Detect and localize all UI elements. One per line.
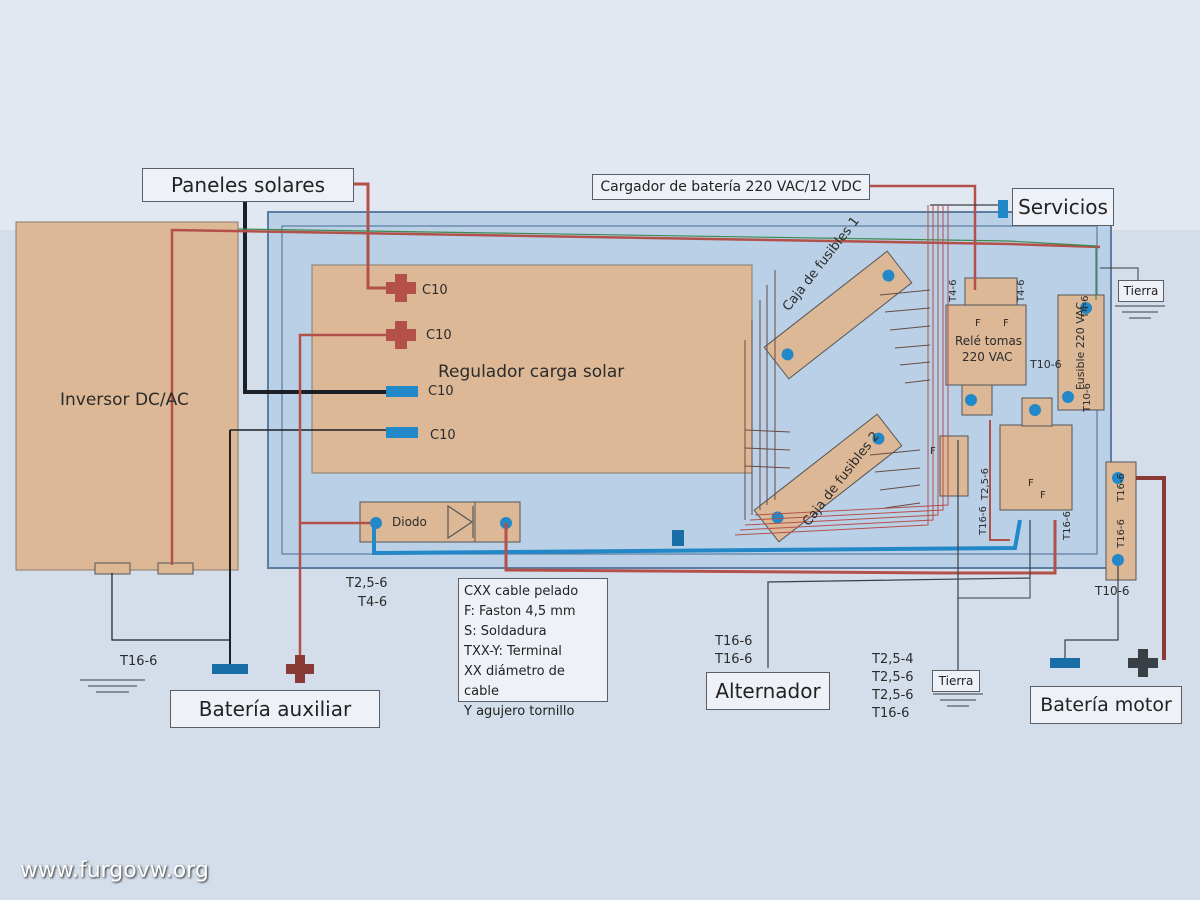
- t46-label-a: T4-6: [948, 279, 959, 302]
- legend-item: XX diámetro de cable: [464, 664, 565, 699]
- conector-f-box: [939, 435, 969, 497]
- rele-tab-top: [964, 277, 1018, 306]
- diodo-box: [359, 501, 521, 543]
- rele-box: [945, 304, 1027, 386]
- fuse-stubs: [744, 270, 931, 520]
- rele-label-1: Relé tomas: [955, 334, 1023, 348]
- wire-inversor-neg: [111, 573, 230, 641]
- faston-label-d: F: [1028, 478, 1034, 489]
- ground-symbol-tierra-top: [1115, 305, 1165, 319]
- inversor-box: [15, 221, 239, 571]
- legend-item: Y agujero tornillo: [464, 704, 575, 719]
- wire-label-t256-left: T2,5-6: [346, 576, 388, 591]
- wire-rele-relay: [989, 420, 1010, 541]
- wire-label-alt-1: T16-6: [715, 634, 753, 649]
- faston-label-a: F: [975, 318, 981, 329]
- t166-rele-label: T16-6: [978, 506, 989, 535]
- diodo-label: Diodo: [392, 515, 427, 529]
- wire-inversor-pos: [170, 228, 1101, 565]
- t166-mid-label: T16-6: [1062, 511, 1073, 540]
- faston-label-b: F: [1003, 318, 1009, 329]
- c10-label-3: C10: [428, 384, 454, 399]
- bus-connector: [672, 530, 684, 546]
- t106-label-a: T10-6: [1030, 358, 1062, 371]
- wire-bundle: [734, 205, 949, 536]
- c10-label-2: C10: [426, 328, 452, 343]
- bateria-motor-label: Batería motor: [1030, 686, 1182, 724]
- inversor-terminal-neg: [94, 562, 131, 575]
- cargador-label: Cargador de batería 220 VAC/12 VDC: [592, 174, 870, 200]
- wire-motor-neg: [1064, 566, 1119, 660]
- wire-label-alt-2: T16-6: [715, 652, 753, 667]
- legend-item: TXX-Y: Terminal: [464, 644, 562, 659]
- wire-motor-pos: [1136, 476, 1166, 660]
- bm-terminal-bottom: [1112, 554, 1124, 566]
- tierra-bottom-label: Tierra: [932, 670, 980, 692]
- bateria-motor-neg-terminal: [1050, 658, 1080, 668]
- c10-terminal-neg-1: [386, 386, 418, 397]
- wire-top-green: [237, 228, 1097, 300]
- wire-diodo-motor: [504, 520, 1057, 575]
- regulador-box: [311, 264, 753, 474]
- wire-label-tierra-1: T2,5-4: [872, 652, 914, 667]
- t166-bm2-label: T16-6: [1116, 519, 1127, 548]
- t106-label-b: T10-6: [1082, 383, 1093, 412]
- wire-negative-bus: [372, 519, 1022, 556]
- regulador-label: Regulador carga solar: [438, 362, 625, 382]
- wire-label-tierra-4: T16-6: [872, 706, 910, 721]
- c10-terminal-neg-2: [386, 427, 418, 438]
- c10-terminal-pos-2: [386, 321, 416, 349]
- faston-label-e: F: [1040, 490, 1046, 501]
- c10-terminal-pos-1: [386, 274, 416, 302]
- bateria-auxiliar-label: Batería auxiliar: [170, 690, 380, 728]
- bateria-motor-pos-terminal: [1128, 649, 1158, 677]
- inversor-label: Inversor DC/AC: [60, 390, 189, 410]
- t106-label-c: T10-6: [1095, 584, 1130, 598]
- wire-panel-negative: [243, 196, 388, 394]
- t46-label-b: T4-6: [1016, 279, 1027, 302]
- legend-item: S: Soldadura: [464, 624, 547, 639]
- servicios-connector: [998, 200, 1008, 218]
- faston-label-c: F: [930, 446, 936, 457]
- rele-terminal: [965, 394, 977, 406]
- ground-symbol-tierra-bottom: [933, 693, 983, 707]
- diode-symbol: [447, 504, 474, 540]
- watermark: www.furgovw.org: [20, 858, 209, 883]
- c10-label-4: C10: [430, 428, 456, 443]
- caja-fusibles-1: [763, 250, 913, 380]
- caja-fusibles-2: [753, 413, 903, 543]
- wire-cargador: [868, 184, 977, 290]
- legend-box: CXX cable pelado F: Faston 4,5 mm S: Sol…: [458, 578, 608, 719]
- wire-tierra-2: [958, 520, 1031, 599]
- fusible-terminal-bottom: [1062, 391, 1074, 403]
- bm-terminal-top: [1112, 472, 1124, 484]
- t256-rele-label: T2,5-6: [980, 468, 991, 500]
- rele-arranque-box: [999, 424, 1073, 511]
- t46-label-c: T4-6: [1080, 295, 1091, 318]
- wire-label-tierra-2: T2,5-6: [872, 670, 914, 685]
- bateria-aux-neg-terminal: [212, 664, 248, 674]
- alternador-label: Alternador: [706, 672, 830, 710]
- wire-label-t166-inv: T16-6: [120, 654, 158, 669]
- ground-symbol-inversor: [80, 679, 145, 693]
- servicios-label: Servicios: [1012, 188, 1114, 226]
- rele-label-2: 220 VAC: [962, 350, 1013, 364]
- tierra-top-label: Tierra: [1118, 280, 1164, 302]
- t166-bm1-label: T16-6: [1116, 473, 1127, 502]
- c10-label-1: C10: [422, 283, 448, 298]
- legend-item: F: Faston 4,5 mm: [464, 604, 576, 619]
- inversor-terminal-pos: [157, 562, 194, 575]
- wire-panel-positive: [352, 182, 398, 290]
- wire-label-tierra-3: T2,5-6: [872, 688, 914, 703]
- paneles-solares-label: Paneles solares: [142, 168, 354, 202]
- fusible-terminal-top: [1080, 302, 1092, 314]
- wire-aux-pos: [298, 333, 398, 670]
- fusible-220-box: [1057, 294, 1105, 411]
- rele-arranque-terminal: [1029, 404, 1041, 416]
- legend-item: CXX cable pelado: [464, 584, 579, 599]
- bateria-aux-pos-terminal: [286, 655, 314, 683]
- wire-label-t46-left: T4-6: [358, 595, 388, 610]
